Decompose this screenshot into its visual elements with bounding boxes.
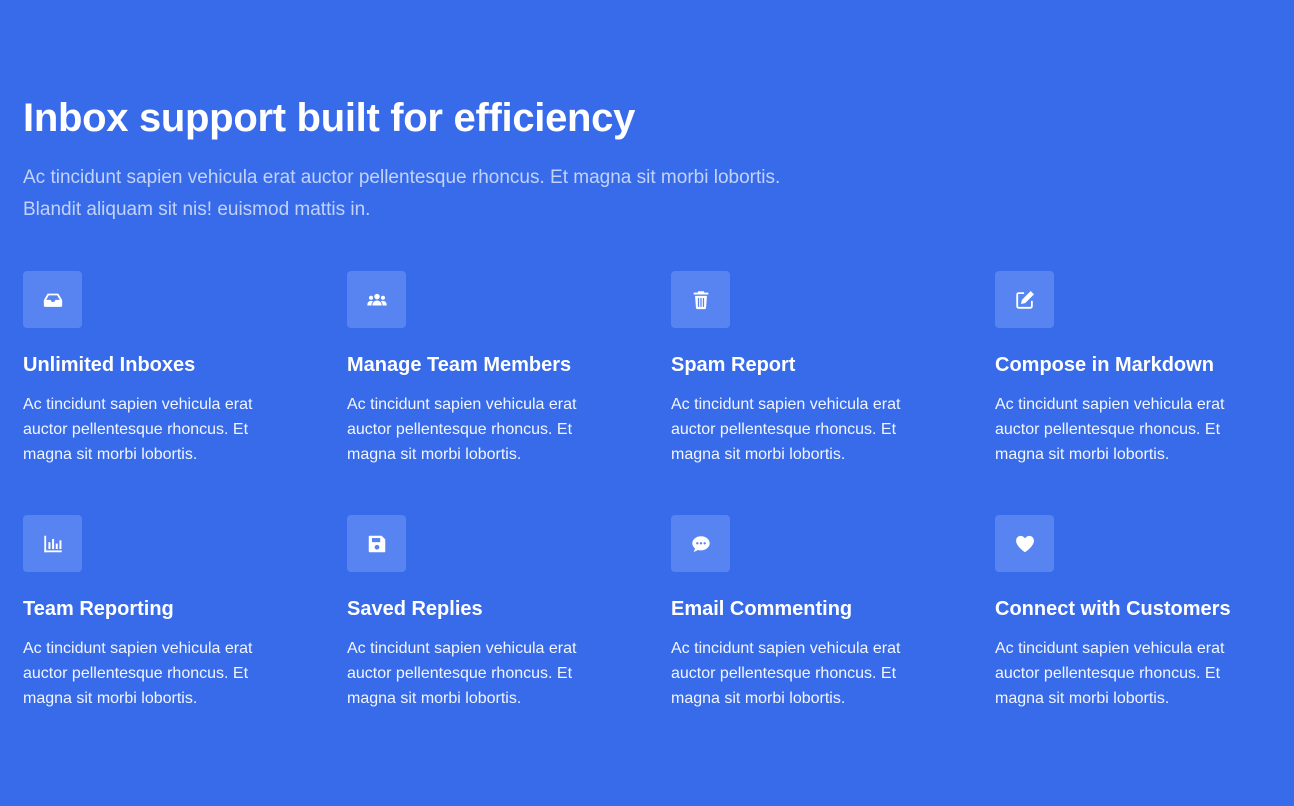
feature-description: Ac tincidunt sapien vehicula erat auctor… bbox=[347, 396, 577, 463]
feature-saved-replies: Saved Replies Ac tincidunt sapien vehicu… bbox=[347, 515, 671, 759]
feature-email-commenting: Email Commenting Ac tincidunt sapien veh… bbox=[671, 515, 995, 759]
users-icon bbox=[366, 289, 388, 311]
section-subtitle: Ac tincidunt sapien vehicula erat auctor… bbox=[23, 162, 843, 226]
feature-title: Compose in Markdown bbox=[995, 354, 1214, 376]
feature-title: Saved Replies bbox=[347, 598, 483, 620]
feature-description: Ac tincidunt sapien vehicula erat auctor… bbox=[995, 640, 1225, 707]
feature-title: Team Reporting bbox=[23, 598, 174, 620]
feature-manage-team-members: Manage Team Members Ac tincidunt sapien … bbox=[347, 271, 671, 515]
feature-connect-with-customers: Connect with Customers Ac tincidunt sapi… bbox=[995, 515, 1294, 759]
save-icon bbox=[366, 533, 388, 555]
feature-icon-tile bbox=[671, 515, 730, 572]
feature-team-reporting: Team Reporting Ac tincidunt sapien vehic… bbox=[23, 515, 347, 759]
inbox-icon bbox=[42, 289, 64, 311]
feature-title: Connect with Customers bbox=[995, 598, 1231, 620]
feature-description: Ac tincidunt sapien vehicula erat auctor… bbox=[995, 396, 1225, 463]
feature-icon-tile bbox=[671, 271, 730, 328]
feature-title: Manage Team Members bbox=[347, 354, 572, 376]
feature-icon-tile bbox=[23, 515, 82, 572]
feature-description: Ac tincidunt sapien vehicula erat auctor… bbox=[23, 640, 253, 707]
feature-unlimited-inboxes: Unlimited Inboxes Ac tincidunt sapien ve… bbox=[23, 271, 347, 515]
feature-description: Ac tincidunt sapien vehicula erat auctor… bbox=[347, 640, 577, 707]
feature-title: Email Commenting bbox=[671, 598, 853, 620]
feature-title: Unlimited Inboxes bbox=[23, 354, 196, 376]
feature-description: Ac tincidunt sapien vehicula erat auctor… bbox=[23, 396, 253, 463]
feature-spam-report: Spam Report Ac tincidunt sapien vehicula… bbox=[671, 271, 995, 515]
feature-icon-tile bbox=[995, 515, 1054, 572]
feature-icon-tile bbox=[995, 271, 1054, 328]
feature-title: Spam Report bbox=[671, 354, 796, 376]
comment-icon bbox=[690, 533, 712, 555]
section-title: Inbox support built for efficiency bbox=[23, 96, 636, 140]
subtitle-line-2: Blandit aliquam sit nis! euismod mattis … bbox=[23, 199, 371, 220]
trash-icon bbox=[690, 289, 712, 311]
chart-bar-icon bbox=[42, 533, 64, 555]
feature-icon-tile bbox=[347, 271, 406, 328]
edit-icon bbox=[1014, 289, 1036, 311]
feature-icon-tile bbox=[23, 271, 82, 328]
feature-grid: Unlimited Inboxes Ac tincidunt sapien ve… bbox=[23, 271, 1294, 759]
subtitle-line-1: Ac tincidunt sapien vehicula erat auctor… bbox=[23, 167, 781, 188]
feature-icon-tile bbox=[347, 515, 406, 572]
feature-description: Ac tincidunt sapien vehicula erat auctor… bbox=[671, 396, 901, 463]
feature-compose-in-markdown: Compose in Markdown Ac tincidunt sapien … bbox=[995, 271, 1294, 515]
heart-icon bbox=[1014, 533, 1036, 555]
feature-description: Ac tincidunt sapien vehicula erat auctor… bbox=[671, 640, 901, 707]
